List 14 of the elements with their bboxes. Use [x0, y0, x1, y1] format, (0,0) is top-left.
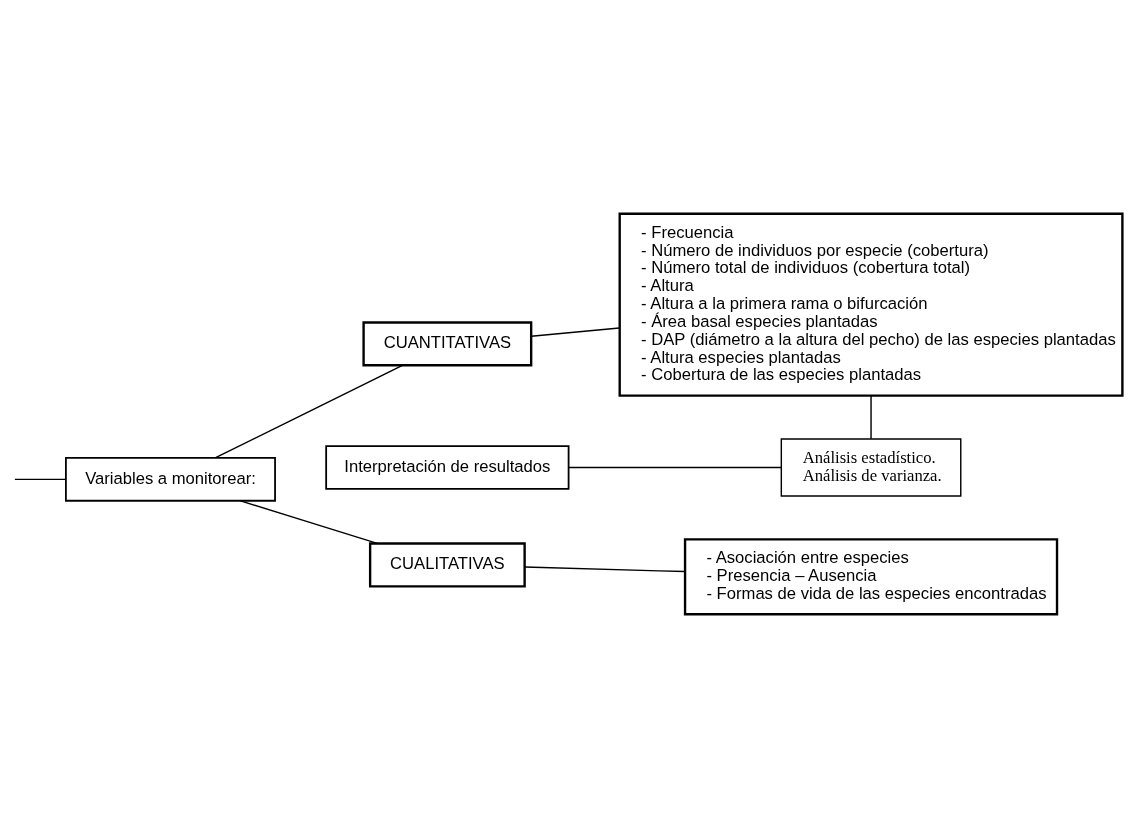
- node-box: CUALITATIVAS: [368, 542, 526, 588]
- connector: [214, 364, 404, 459]
- node-box: - Frecuencia - Número de individuos por especie (cobertura) - Número total de individuos (cobertura total) - Altura - Altura a la primera rama o bifurcación - Área basal especies plantadas - DAP (diámetro a la altura del pecho) de las especies plantadas - Altura especies plantadas - Cobertura de las especies plantadas: [618, 212, 1124, 397]
- node-box: Análisis estadístico. Análisis de varianza.: [780, 438, 962, 497]
- connector: [239, 500, 378, 545]
- node-box: - Asociación entre especies - Presencia – Ausencia - Formas de vida de las especies encontradas: [683, 538, 1059, 616]
- node-box: Variables a monitorear:: [65, 457, 276, 502]
- connector: [524, 566, 686, 573]
- connector: [870, 395, 872, 440]
- connector: [14, 478, 67, 481]
- connector: [568, 466, 782, 469]
- connector: [530, 327, 621, 337]
- node-box: CUANTITATIVAS: [362, 321, 533, 367]
- node-box: Interpretación de resultados: [325, 445, 570, 490]
